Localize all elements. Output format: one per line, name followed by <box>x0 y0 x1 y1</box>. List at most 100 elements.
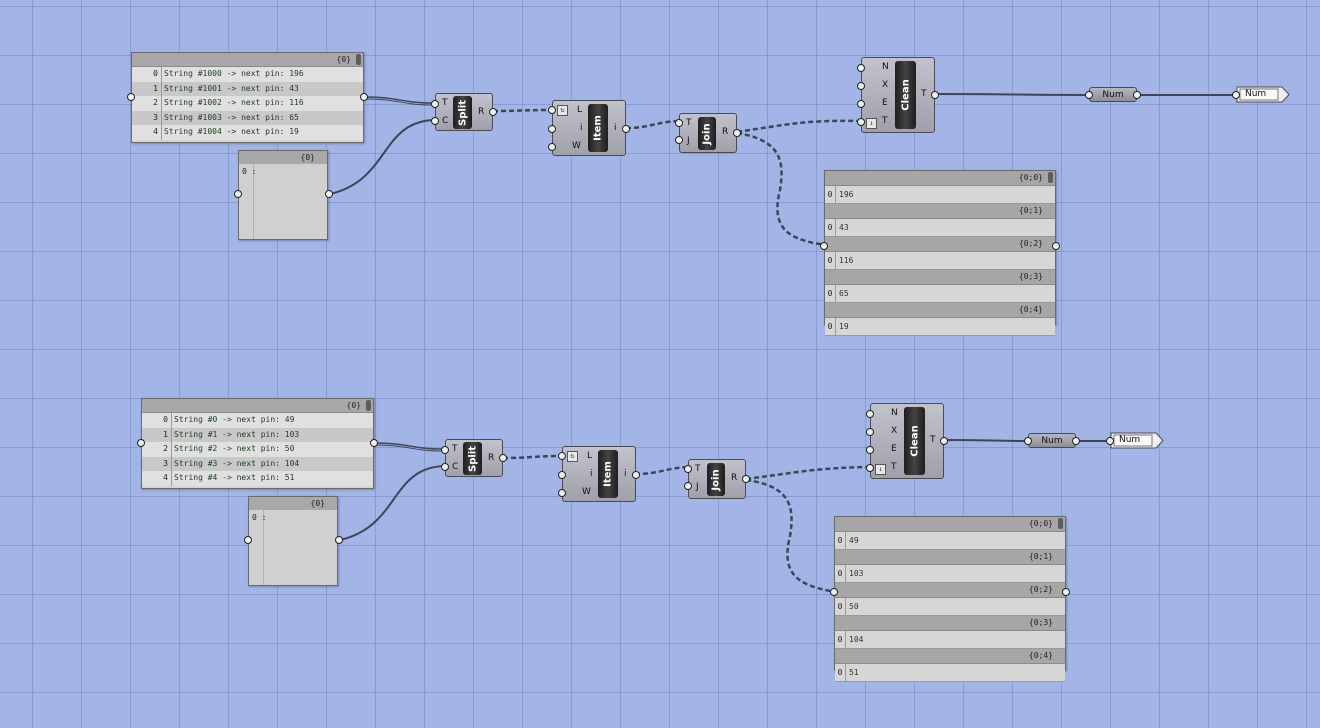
split-component[interactable]: T C Split R <box>435 93 493 131</box>
scrollbar[interactable] <box>1058 518 1063 529</box>
join-component[interactable]: T J Join R <box>679 113 737 153</box>
input-pin-l[interactable]: L <box>577 105 583 115</box>
item-input-grip[interactable] <box>548 143 556 151</box>
number-output-tag[interactable]: Num <box>1110 432 1164 449</box>
panel-input-grip[interactable] <box>820 242 828 250</box>
number-parameter[interactable]: Num <box>1028 433 1076 448</box>
split-output-grip[interactable] <box>499 454 507 462</box>
clean-output-grip[interactable] <box>931 91 939 99</box>
input-pin-j[interactable]: J <box>687 136 690 146</box>
clean-input-grip[interactable] <box>866 446 874 454</box>
item-input-grip[interactable] <box>558 489 566 497</box>
input-pin-j[interactable]: J <box>696 482 699 492</box>
output-pin-r[interactable]: R <box>722 127 729 137</box>
input-pin-n[interactable]: N <box>891 408 898 418</box>
input-pin-x[interactable]: X <box>882 80 889 90</box>
input-pin-t[interactable]: T <box>882 116 888 126</box>
split-input-grip[interactable] <box>441 463 449 471</box>
split-output-grip[interactable] <box>489 108 497 116</box>
clean-input-grip[interactable] <box>857 118 865 126</box>
panel-input-grip[interactable] <box>234 190 242 198</box>
panel-input-grip[interactable] <box>830 588 838 596</box>
split-component[interactable]: T C Split R <box>445 439 503 477</box>
item-input-grip[interactable] <box>548 106 556 114</box>
panel-input-grip[interactable] <box>137 439 145 447</box>
panel-output-grip[interactable] <box>1052 242 1060 250</box>
output-pin-i[interactable]: i <box>624 469 627 479</box>
item-output-grip[interactable] <box>632 471 640 479</box>
clean-input-grip[interactable] <box>857 82 865 90</box>
output-pin-r[interactable]: R <box>731 473 738 483</box>
output-pin-t[interactable]: T <box>930 435 936 445</box>
separator-panel[interactable]: {0} 0 : <box>238 150 328 240</box>
join-component[interactable]: T J Join R <box>688 459 746 499</box>
input-pin-l[interactable]: L <box>587 451 593 461</box>
num-input-grip[interactable] <box>1024 437 1032 445</box>
split-input-grip[interactable] <box>431 117 439 125</box>
input-pin-i[interactable]: i <box>590 469 593 479</box>
flatten-icon[interactable]: ↓ <box>866 118 877 129</box>
tag-input-grip[interactable] <box>1106 437 1114 445</box>
scrollbar[interactable] <box>1048 172 1053 183</box>
join-input-grip[interactable] <box>675 119 683 127</box>
panel-input-grip[interactable] <box>127 93 135 101</box>
panel-output-grip[interactable] <box>325 190 333 198</box>
panel-output-grip[interactable] <box>360 93 368 101</box>
clean-tree-component[interactable]: N X E ↓ T Clean T <box>861 57 935 133</box>
item-input-grip[interactable] <box>548 125 556 133</box>
input-pin-n[interactable]: N <box>882 62 889 72</box>
panel-output-grip[interactable] <box>370 439 378 447</box>
input-pin-w[interactable]: W <box>572 141 581 151</box>
input-pin-e[interactable]: E <box>891 444 897 454</box>
tag-input-grip[interactable] <box>1232 91 1240 99</box>
join-input-grip[interactable] <box>684 482 692 490</box>
panel-input-grip[interactable] <box>244 536 252 544</box>
input-pin-t[interactable]: T <box>695 464 701 474</box>
wrap-icon[interactable]: ↻ <box>567 451 578 462</box>
split-input-grip[interactable] <box>441 446 449 454</box>
input-pin-c[interactable]: C <box>442 116 449 126</box>
split-input-grip[interactable] <box>431 100 439 108</box>
input-pin-t[interactable]: T <box>452 444 458 454</box>
clean-input-grip[interactable] <box>857 100 865 108</box>
input-pin-c[interactable]: C <box>452 462 459 472</box>
list-item-component[interactable]: ↻ L i W Item i <box>552 100 626 156</box>
list-item-component[interactable]: ↻ L i W Item i <box>562 446 636 502</box>
clean-input-grip[interactable] <box>866 464 874 472</box>
output-pin-i[interactable]: i <box>614 123 617 133</box>
clean-tree-component[interactable]: N X E ↓ T Clean T <box>870 403 944 479</box>
panel-output-grip[interactable] <box>1062 588 1070 596</box>
number-parameter[interactable]: Num <box>1089 87 1137 102</box>
input-pin-i[interactable]: i <box>580 123 583 133</box>
join-output-grip[interactable] <box>733 129 741 137</box>
output-pin-r[interactable]: R <box>478 107 485 117</box>
input-pin-t[interactable]: T <box>686 118 692 128</box>
item-output-grip[interactable] <box>622 125 630 133</box>
join-output-grip[interactable] <box>742 475 750 483</box>
num-output-grip[interactable] <box>1133 91 1141 99</box>
clean-input-grip[interactable] <box>866 410 874 418</box>
clean-output-grip[interactable] <box>940 437 948 445</box>
join-input-grip[interactable] <box>684 465 692 473</box>
clean-input-grip[interactable] <box>866 428 874 436</box>
input-pin-t[interactable]: T <box>442 98 448 108</box>
output-pin-r[interactable]: R <box>488 453 495 463</box>
input-pin-e[interactable]: E <box>882 98 888 108</box>
number-output-tag[interactable]: Num <box>1236 86 1290 103</box>
output-pin-t[interactable]: T <box>921 89 927 99</box>
num-input-grip[interactable] <box>1085 91 1093 99</box>
panel-output-grip[interactable] <box>335 536 343 544</box>
input-pin-w[interactable]: W <box>582 487 591 497</box>
scrollbar[interactable] <box>356 54 361 65</box>
input-pin-x[interactable]: X <box>891 426 898 436</box>
wrap-icon[interactable]: ↻ <box>557 105 568 116</box>
separator-panel[interactable]: {0} 0 : <box>248 496 338 586</box>
item-input-grip[interactable] <box>558 452 566 460</box>
clean-input-grip[interactable] <box>857 64 865 72</box>
scrollbar[interactable] <box>366 400 371 411</box>
num-output-grip[interactable] <box>1072 437 1080 445</box>
